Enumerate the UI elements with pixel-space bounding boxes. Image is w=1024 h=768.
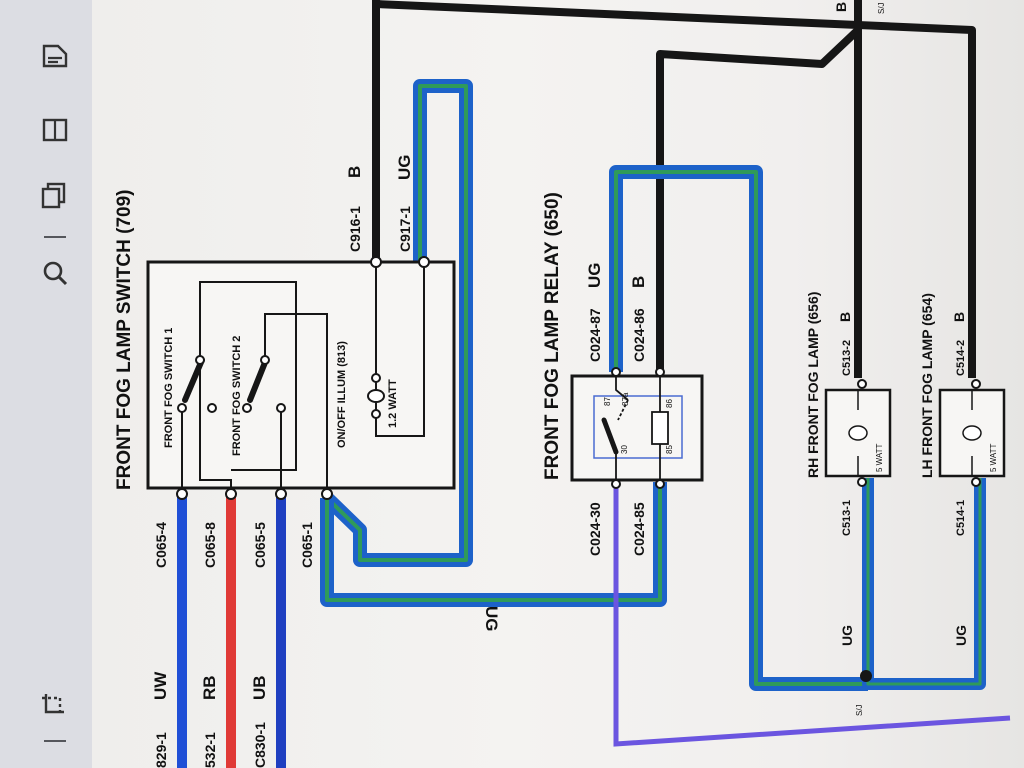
toolbar-divider	[44, 740, 66, 742]
splice-label-top: S/J	[877, 2, 886, 14]
rh-fog-lamp: 5 WATT RH FRONT FOG LAMP (656)	[805, 292, 892, 487]
wire-code-ug-mid: UG	[482, 606, 501, 632]
wire-code-b-86: B	[629, 276, 648, 288]
fog-lamp-switch: FRONT FOG LAMP SWITCH (709) FRONT FOG SW…	[114, 190, 456, 500]
violet-wire	[613, 482, 1011, 747]
connector-c024-87: C024-87	[587, 308, 603, 362]
wire-code-ug-lh: UG	[953, 625, 969, 646]
splice-dot	[860, 670, 872, 682]
wire-code-uw: UW	[151, 671, 170, 700]
connector-c513-1: C513-1	[841, 500, 853, 536]
illumination-bulb-icon	[367, 373, 385, 419]
relay-pin-87: 87	[603, 397, 612, 406]
relay-pin-85: 85	[665, 445, 674, 454]
fog-lamp-relay: 87a 87 86 30 85 FRONT FOG LAMP RELAY (65…	[542, 192, 704, 489]
connector-c024-30: C024-30	[587, 502, 603, 556]
connector-c065-4: C065-4	[153, 522, 169, 568]
connector-c514-2: C514-2	[955, 340, 967, 376]
wire-code-b-514: B	[951, 312, 967, 322]
splice-label-bottom: S/J	[855, 704, 864, 716]
connector-532-1: 532-1	[202, 732, 218, 768]
connector-c065-8: C065-8	[202, 522, 218, 568]
connector-c065-5: C065-5	[252, 522, 268, 568]
search-icon[interactable]	[38, 258, 72, 288]
wire-code-b-top: B	[833, 2, 849, 12]
page-view-icon[interactable]	[38, 115, 72, 145]
switch-title: FRONT FOG LAMP SWITCH (709)	[114, 190, 135, 490]
rh-lamp-bulb-icon	[848, 425, 868, 441]
wire-code-ug-87: UG	[585, 263, 604, 289]
annotate-icon[interactable]	[38, 40, 72, 70]
wire-code-rb: RB	[200, 675, 219, 700]
wire-code-b-513: B	[837, 312, 853, 322]
connector-c513-2: C513-2	[841, 340, 853, 376]
switch2-label: FRONT FOG SWITCH 2	[231, 336, 243, 456]
illum-watt-label: 1.2 WATT	[387, 379, 399, 428]
switch-input-wires	[177, 494, 286, 768]
lh-lamp-bulb-icon	[962, 425, 982, 441]
wire-code-b-916: B	[345, 166, 364, 178]
relay-pin-86: 86	[665, 399, 674, 408]
toolbar-divider	[44, 236, 66, 238]
connector-c024-85: C024-85	[631, 502, 647, 556]
connector-labels: C916-1 C917-1 C065-4 C065-8 C065-5 C065-…	[153, 206, 967, 768]
relay-pin-87a: 87a	[621, 392, 630, 406]
rh-lamp-title: RH FRONT FOG LAMP (656)	[805, 292, 821, 478]
connector-829-1: 829-1	[153, 732, 169, 768]
connector-c830-1: C830-1	[252, 722, 268, 768]
ug-wires	[320, 79, 986, 691]
connector-c065-1: C065-1	[299, 522, 315, 568]
wire-code-ug-rh: UG	[839, 625, 855, 646]
switch1-label: FRONT FOG SWITCH 1	[163, 328, 175, 448]
wiring-diagram: FRONT FOG LAMP SWITCH (709) FRONT FOG SW…	[114, 0, 1011, 768]
connector-c514-1: C514-1	[955, 500, 967, 536]
rh-lamp-watt: 5 WATT	[875, 443, 884, 472]
lh-lamp-title: LH FRONT FOG LAMP (654)	[919, 293, 935, 478]
wiring-diagram-sheet: FRONT FOG LAMP SWITCH (709) FRONT FOG SW…	[92, 0, 1024, 768]
lh-lamp-watt: 5 WATT	[989, 443, 998, 472]
lh-fog-lamp: 5 WATT LH FRONT FOG LAMP (654)	[919, 293, 1006, 487]
connector-c024-86: C024-86	[631, 308, 647, 362]
illum-label: ON/OFF ILLUM (813)	[336, 341, 348, 448]
connector-c917-1: C917-1	[397, 206, 413, 252]
toolbar	[0, 0, 93, 768]
connector-c916-1: C916-1	[347, 206, 363, 252]
black-wires	[372, 0, 976, 378]
copy-icon[interactable]	[38, 180, 72, 210]
relay-title: FRONT FOG LAMP RELAY (650)	[542, 192, 563, 480]
wire-code-ub: UB	[250, 675, 269, 700]
wire-code-ug-917: UG	[395, 155, 414, 181]
crop-icon[interactable]	[38, 690, 72, 720]
wire-color-codes: B UG UG B B B UG UG UG UW RB UB B S/J S/…	[151, 2, 969, 716]
relay-pin-30: 30	[620, 445, 629, 454]
